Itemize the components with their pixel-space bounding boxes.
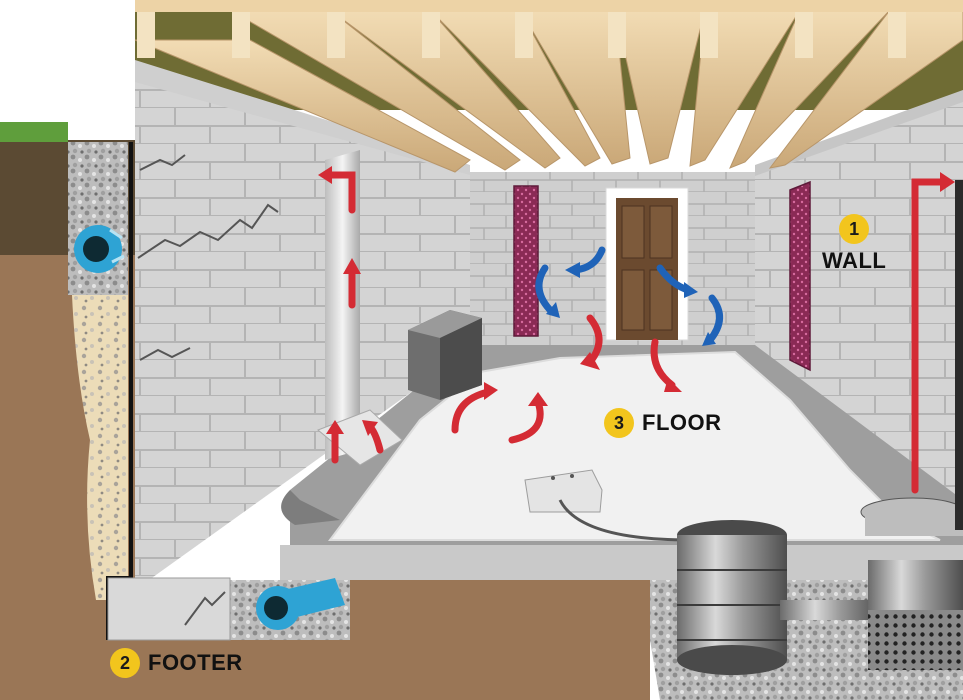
callout-floor-label: FLOOR (642, 410, 722, 435)
callout-floor-badge: 3 (604, 408, 634, 438)
right-wall-membrane (789, 180, 811, 372)
sump-pump-icon (677, 180, 963, 675)
back-wall-membrane (513, 185, 539, 337)
exterior-drain-pipe-icon (74, 225, 125, 273)
airflow-cool-arrowheads (546, 262, 716, 346)
callout-footer-label: FOOTER (148, 650, 243, 675)
footing (107, 577, 231, 641)
wall-crack (137, 154, 279, 361)
floor-joists (134, 0, 963, 173)
soil-below (350, 580, 650, 700)
exterior-sand-backfill (72, 295, 128, 600)
callout-wall: 1 WALL (822, 214, 886, 274)
door-icon (605, 187, 689, 341)
callout-wall-label: WALL (822, 248, 887, 273)
callout-footer: 2 FOOTER (110, 648, 243, 678)
airflow-warm-arrowheads (318, 166, 955, 436)
dehumidifier-icon (408, 310, 482, 400)
sump-lid-icon (524, 469, 691, 542)
callout-footer-badge: 2 (110, 648, 140, 678)
interior-drain-channel (281, 490, 340, 525)
interior-drain-pipe-icon (256, 578, 345, 630)
left-wall (135, 80, 470, 590)
callout-floor: 3 FLOOR (604, 408, 722, 438)
callout-wall-badge: 1 (839, 214, 870, 244)
grass-strip (0, 122, 68, 142)
